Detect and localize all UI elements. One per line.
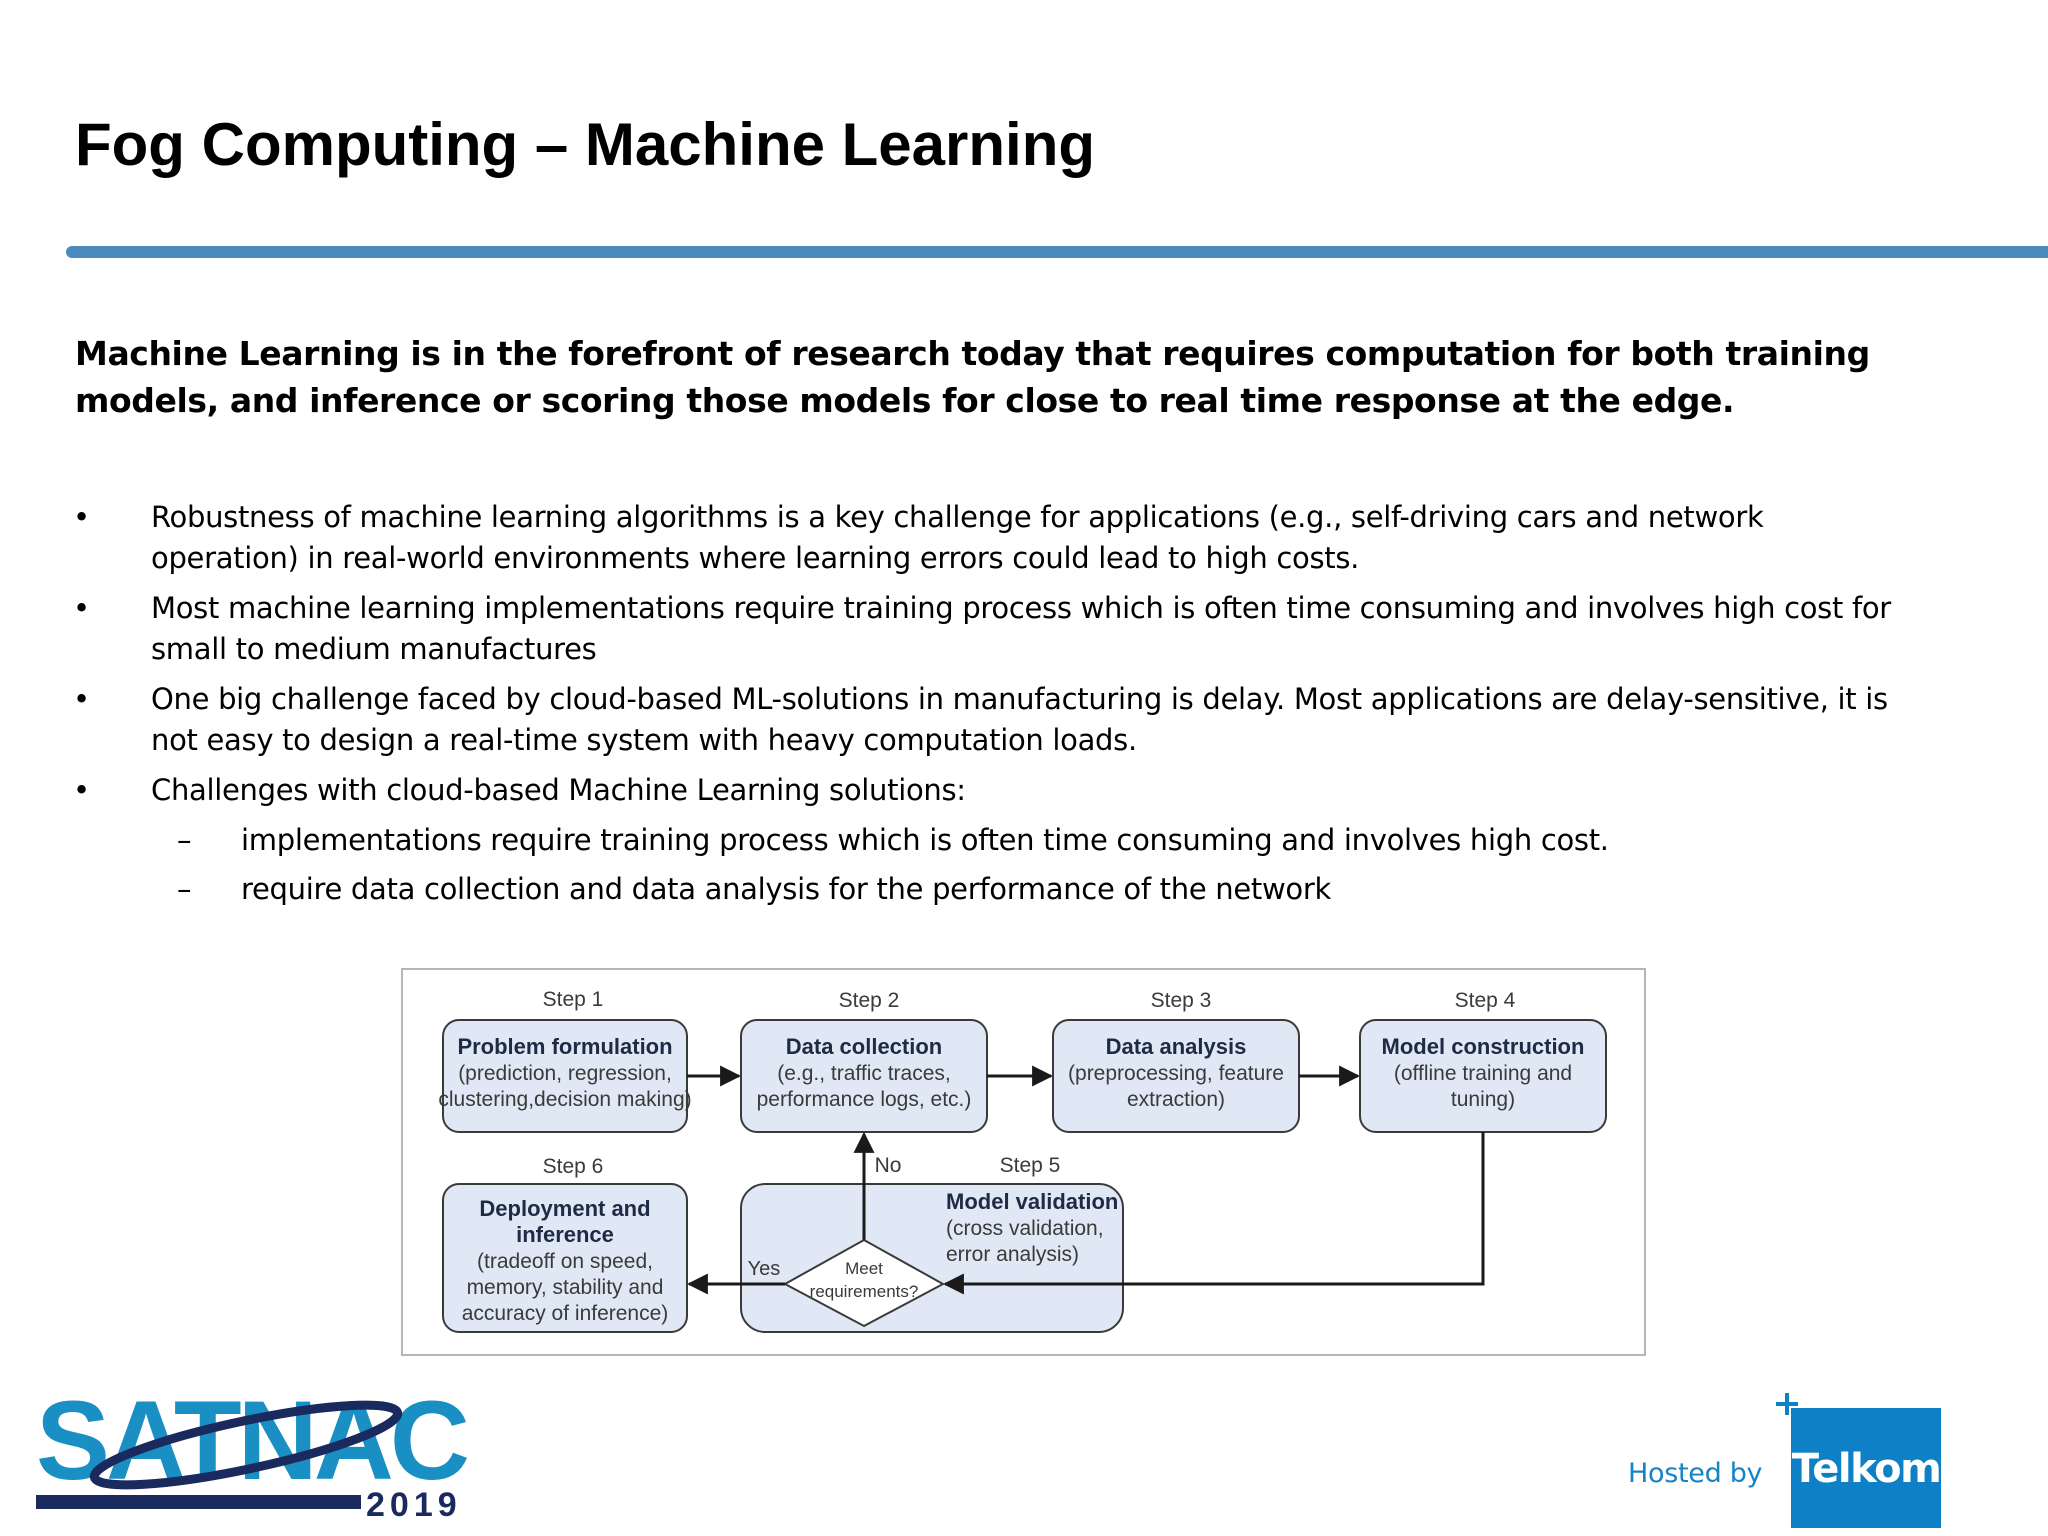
step-detail: (tradeoff on speed, bbox=[477, 1250, 653, 1273]
bullet-marker: • bbox=[73, 773, 90, 807]
step-label: Step 3 bbox=[1151, 989, 1212, 1012]
sub-bullet-marker: – bbox=[177, 823, 192, 857]
bullet-text: Most machine learning implementations re… bbox=[151, 591, 1891, 666]
bullet-text: Challenges with cloud-based Machine Lear… bbox=[151, 773, 966, 807]
satnac-year: 2019 bbox=[366, 1486, 462, 1524]
decision-text: Meet bbox=[845, 1259, 883, 1278]
bullet-item: • One big challenge faced by cloud-based… bbox=[0, 679, 1901, 761]
arrow-4-to-decision bbox=[942, 1132, 1485, 1295]
satnac-orbit bbox=[89, 1400, 403, 1490]
step-label: Step 6 bbox=[543, 1155, 604, 1178]
sub-bullet-item: – require data collection and data analy… bbox=[0, 869, 1941, 910]
step-detail: memory, stability and bbox=[467, 1276, 664, 1299]
step-title: Model validation bbox=[946, 1189, 1118, 1214]
bullet-marker: • bbox=[73, 682, 90, 716]
workflow-svg: Step 1 Step 2 Step 3 Step 4 Step 5 Step … bbox=[438, 988, 1607, 1333]
step-label: Step 2 bbox=[839, 989, 900, 1012]
step-detail: accuracy of inference) bbox=[462, 1302, 669, 1325]
step-title: inference bbox=[516, 1222, 614, 1247]
step-detail: (offline training and bbox=[1394, 1062, 1572, 1085]
sub-bullet-text: implementations require training process… bbox=[241, 823, 1609, 857]
step6-box bbox=[442, 1183, 688, 1333]
step-label: Step 4 bbox=[1455, 989, 1516, 1012]
telkom-plus-icon bbox=[1776, 1393, 1798, 1415]
telkom-wordmark: Telkom bbox=[1791, 1446, 1942, 1492]
bullet-item: • Challenges with cloud-based Machine Le… bbox=[0, 770, 1901, 811]
bullet-list: • Robustness of machine learning algorit… bbox=[0, 497, 2048, 918]
step-detail: tuning) bbox=[1451, 1088, 1515, 1111]
bullet-item: • Robustness of machine learning algorit… bbox=[0, 497, 1901, 579]
bullet-text: One big challenge faced by cloud-based M… bbox=[151, 682, 1888, 757]
slide-title: Fog Computing – Machine Learning bbox=[75, 111, 1095, 178]
step-detail: performance logs, etc.) bbox=[757, 1088, 972, 1111]
bullet-text: Robustness of machine learning algorithm… bbox=[151, 500, 1764, 575]
step-detail: (e.g., traffic traces, bbox=[777, 1062, 951, 1085]
intro-paragraph: Machine Learning is in the forefront of … bbox=[75, 334, 1870, 420]
bullet-marker: • bbox=[73, 591, 90, 625]
sub-bullet-item: – implementations require training proce… bbox=[0, 820, 1941, 861]
step-detail: (preprocessing, feature bbox=[1068, 1062, 1284, 1085]
step-title: Deployment and bbox=[479, 1196, 650, 1221]
no-label: No bbox=[875, 1154, 902, 1177]
step-detail: (cross validation, bbox=[946, 1217, 1104, 1240]
hosted-by-text: Hosted by bbox=[1628, 1458, 1763, 1489]
step-detail: extraction) bbox=[1127, 1088, 1225, 1111]
decision-diamond bbox=[782, 1238, 946, 1328]
bullet-marker: • bbox=[73, 500, 90, 534]
step-detail: (prediction, regression, bbox=[458, 1062, 672, 1085]
satnac-bar bbox=[36, 1495, 361, 1509]
sub-bullet-marker: – bbox=[177, 872, 192, 906]
step-title: Data analysis bbox=[1106, 1034, 1247, 1059]
step-detail: clustering,decision making) bbox=[438, 1088, 691, 1111]
step-label: Step 1 bbox=[543, 988, 604, 1011]
step-label: Step 5 bbox=[1000, 1154, 1061, 1177]
satnac-logo: SATNAC 2019 bbox=[36, 1378, 476, 1525]
telkom-logo: Telkom bbox=[1791, 1408, 1942, 1528]
decision-text: requirements? bbox=[810, 1282, 919, 1301]
step-title: Problem formulation bbox=[457, 1034, 672, 1059]
sub-bullet-text: require data collection and data analysi… bbox=[241, 872, 1331, 906]
yes-label: Yes bbox=[748, 1258, 781, 1280]
step-title: Data collection bbox=[786, 1034, 942, 1059]
ml-workflow-diagram: Step 1 Step 2 Step 3 Step 4 Step 5 Step … bbox=[401, 968, 1646, 1356]
bullet-item: • Most machine learning implementations … bbox=[0, 588, 1901, 670]
step-detail: error analysis) bbox=[946, 1243, 1079, 1266]
step-title: Model construction bbox=[1382, 1034, 1585, 1059]
title-divider bbox=[66, 246, 2048, 258]
